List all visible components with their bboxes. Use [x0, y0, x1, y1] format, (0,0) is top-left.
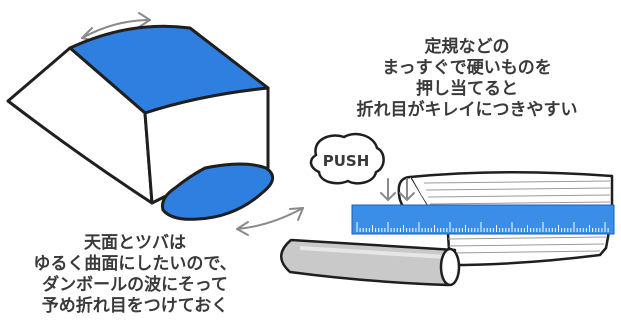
ruler — [351, 204, 615, 235]
caption-line: 定規などの — [424, 37, 510, 57]
roll-end — [439, 247, 461, 287]
cardboard-sheet — [280, 170, 615, 287]
cap-box — [6, 24, 274, 221]
bend-arrow-bottom — [236, 207, 304, 236]
caption-fold-tip: 天面とツバは ゆるく曲面にしたいので、 ダンボールの波にそって 予め折れ目をつけ… — [0, 233, 270, 317]
caption-line: 予め折れ目をつけておく — [41, 296, 229, 316]
caption-line: まっすぐで硬いものを — [382, 58, 552, 78]
caption-line: 天面とツバは — [84, 233, 186, 253]
push-bubble: PUSH — [309, 132, 385, 185]
caption-line: ダンボールの波にそって — [42, 275, 228, 295]
roll-shade — [299, 246, 447, 259]
cap-left-face — [6, 46, 154, 205]
caption-line: ゆるく曲面にしたいので、 — [33, 254, 237, 274]
push-label: PUSH — [323, 152, 370, 170]
cap-brim — [161, 162, 274, 221]
press-arrows — [380, 178, 415, 202]
caption-line: 折れ目がキレイにつきやすい — [356, 100, 578, 120]
caption-line: 押し当てると — [416, 79, 518, 99]
caption-ruler-tip: 定規などの まっすぐで硬いものを 押し当てると 折れ目がキレイにつきやすい — [322, 37, 612, 121]
